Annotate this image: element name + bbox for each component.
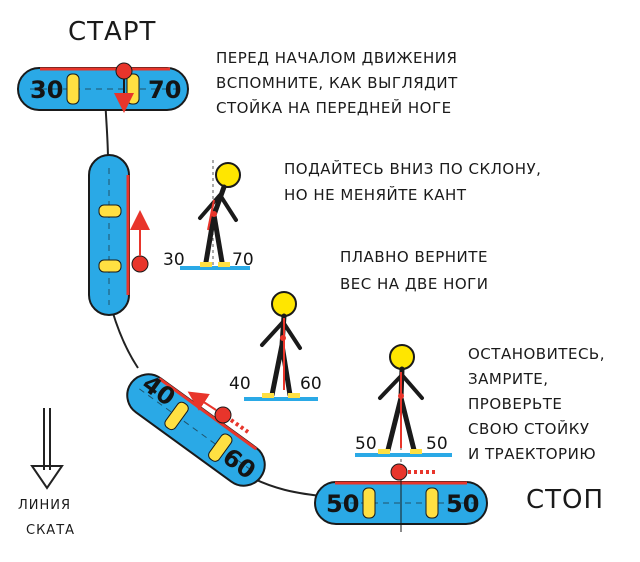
rider-figure-2-left-num: 40 xyxy=(229,374,251,394)
fall-line-label-1: ЛИНИЯ xyxy=(18,498,71,513)
fall-line-label-2: СКАТА xyxy=(26,523,75,538)
rider-figure-1: 30 70 xyxy=(163,160,254,270)
rider-head-3 xyxy=(389,344,415,370)
rider-figure-3-right-num: 50 xyxy=(426,434,448,454)
board-stop-left-num: 50 xyxy=(326,490,359,518)
board-turn-2: 40 60 xyxy=(126,369,266,487)
rider-figure-1-right-num: 70 xyxy=(232,250,254,270)
svg-text:ПЕРЕД НАЧАЛОМ ДВИЖЕНИЯ: ПЕРЕД НАЧАЛОМ ДВИЖЕНИЯ xyxy=(216,49,457,67)
svg-text:ПРОВЕРЬТЕ: ПРОВЕРЬТЕ xyxy=(468,395,562,413)
rider-head-2 xyxy=(271,291,297,317)
svg-text:СВОЮ СТОЙКУ: СВОЮ СТОЙКУ xyxy=(468,419,590,438)
rider-head-1 xyxy=(215,162,241,188)
board-stop-right-num: 50 xyxy=(446,490,479,518)
svg-text:ВСПОМНИТЕ, КАК ВЫГЛЯДИТ: ВСПОМНИТЕ, КАК ВЫГЛЯДИТ xyxy=(216,74,458,92)
svg-text:СТОЙКА НА ПЕРЕДНЕЙ НОГЕ: СТОЙКА НА ПЕРЕДНЕЙ НОГЕ xyxy=(216,98,452,117)
instruction-4: ОСТАНОВИТЕСЬ, ЗАМРИТЕ, ПРОВЕРЬТЕ СВОЮ СТ… xyxy=(468,345,605,463)
rider-figure-3: 50 50 xyxy=(355,344,452,462)
svg-text:ПОДАЙТЕСЬ ВНИЗ ПО СКЛОНУ,: ПОДАЙТЕСЬ ВНИЗ ПО СКЛОНУ, xyxy=(284,159,541,178)
svg-text:ВЕС НА ДВЕ НОГИ: ВЕС НА ДВЕ НОГИ xyxy=(340,275,489,293)
rider-figure-1-left-num: 30 xyxy=(163,250,185,270)
board-start-right-num: 70 xyxy=(148,76,181,104)
board-stop: 50 50 xyxy=(314,463,488,532)
rider-figure-2: 40 60 xyxy=(229,291,322,401)
board-start: 30 70 xyxy=(17,62,189,113)
fall-line-arrow-icon xyxy=(30,408,64,490)
rider-figure-3-left-num: 50 xyxy=(355,434,377,454)
svg-text:ОСТАНОВИТЕСЬ,: ОСТАНОВИТЕСЬ, xyxy=(468,345,605,363)
svg-text:ЗАМРИТЕ,: ЗАМРИТЕ, xyxy=(468,370,549,388)
board-stop-marker xyxy=(390,463,408,481)
rider-figure-2-right-num: 60 xyxy=(300,374,322,394)
svg-text:И ТРАЕКТОРИЮ: И ТРАЕКТОРИЮ xyxy=(468,445,596,463)
board-start-marker xyxy=(115,62,133,80)
start-label: СТАРТ xyxy=(68,17,156,47)
board-turn-2-marker xyxy=(214,406,232,424)
instruction-2: ПОДАЙТЕСЬ ВНИЗ ПО СКЛОНУ, НО НЕ МЕНЯЙТЕ … xyxy=(284,159,541,204)
stop-label: СТОП xyxy=(526,485,604,515)
instruction-3: ПЛАВНО ВЕРНИТЕ ВЕС НА ДВЕ НОГИ xyxy=(340,248,489,293)
board-start-left-num: 30 xyxy=(30,76,63,104)
board-turn-1: 30 70 xyxy=(88,154,150,316)
board-turn-2-marker-group xyxy=(187,391,250,434)
svg-text:НО НЕ МЕНЯЙТЕ КАНТ: НО НЕ МЕНЯЙТЕ КАНТ xyxy=(284,185,467,204)
instruction-1: ПЕРЕД НАЧАЛОМ ДВИЖЕНИЯ ВСПОМНИТЕ, КАК ВЫ… xyxy=(216,49,458,117)
board-turn-1-marker xyxy=(131,255,149,273)
svg-text:ПЛАВНО ВЕРНИТЕ: ПЛАВНО ВЕРНИТЕ xyxy=(340,248,488,266)
